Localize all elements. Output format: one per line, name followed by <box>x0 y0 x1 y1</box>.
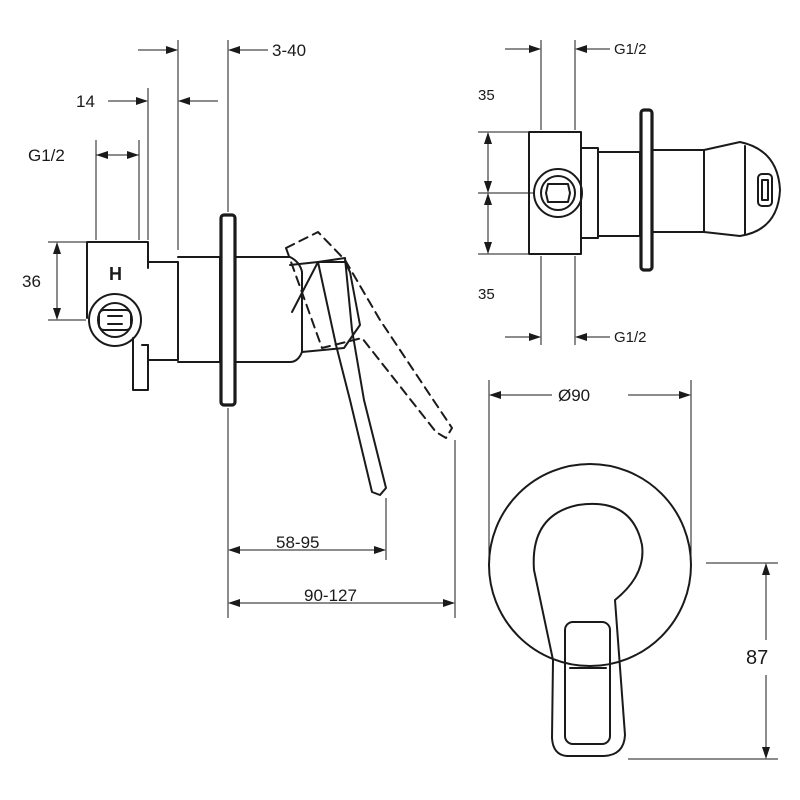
dim-body-offset: 14 <box>76 92 218 111</box>
top-view-body <box>528 108 781 272</box>
dim-label-87: 87 <box>746 647 768 669</box>
front-view: Ø90 87 <box>488 380 778 760</box>
inlet-nut-top <box>533 168 583 218</box>
dim-label-36: 36 <box>22 272 41 291</box>
dim-thread-bottom: G1/2 <box>505 329 647 346</box>
inlet-nut-side <box>88 293 142 347</box>
dim-label-3-40: 3-40 <box>272 41 306 60</box>
dim-label-35-bottom: 35 <box>478 286 495 303</box>
dim-label-dia-90: Ø90 <box>558 386 590 405</box>
dim-label-14: 14 <box>76 92 95 111</box>
dim-label-g12-top: G1/2 <box>614 41 647 58</box>
dim-handle-height: 87 <box>746 563 770 759</box>
dim-total-depth: 90-127 <box>228 586 455 607</box>
dim-label-35-top: 35 <box>478 87 495 104</box>
dim-inlet-height: 36 <box>22 242 61 320</box>
dim-spacing-top: 35 <box>478 87 495 193</box>
dim-label-90-127: 90-127 <box>304 586 357 605</box>
dim-handle-reach: 58-95 <box>228 533 386 554</box>
dim-label-g12-side: G1/2 <box>28 146 65 165</box>
front-view-plate <box>488 463 692 667</box>
lever-handle-dashed <box>285 231 453 439</box>
dim-plate-diameter: Ø90 <box>489 386 691 405</box>
top-view: G1/2 35 35 G1/2 <box>478 40 781 346</box>
side-view: H <box>22 40 456 618</box>
dim-wall-plate-range: 3-40 <box>138 41 306 60</box>
hot-marker-glyph: H <box>109 264 122 284</box>
front-view-handle <box>532 502 644 757</box>
dim-inlet-thread: G1/2 <box>28 146 139 165</box>
lever-handle-solid <box>291 257 387 496</box>
dim-thread-top: G1/2 <box>505 41 647 58</box>
dim-label-g12-bottom: G1/2 <box>614 329 647 346</box>
dim-spacing-bottom: 35 <box>478 193 495 303</box>
dim-label-58-95: 58-95 <box>276 533 319 552</box>
